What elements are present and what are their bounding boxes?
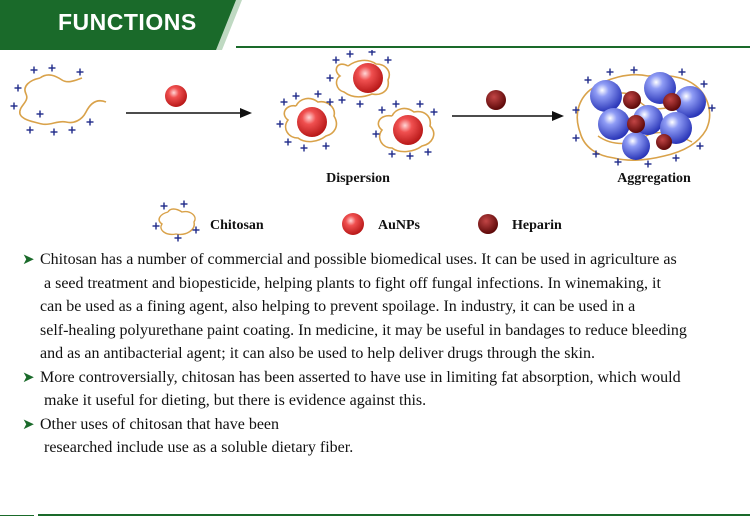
text-line: More controversially, chitosan has been … (40, 368, 681, 386)
paragraph-dietary-fiber: ➤ Other uses of chitosan that have been … (22, 413, 748, 460)
legend-heparin-icon (478, 214, 498, 234)
text-line: a seed treatment and biopesticide, helpi… (44, 274, 661, 292)
legend-heparin-label: Heparin (512, 218, 562, 233)
paragraph-uses: ➤ Chitosan has a number of commercial an… (22, 248, 748, 366)
text-line: can be used as a fining agent, also help… (40, 298, 636, 315)
legend: Chitosan AuNPs Heparin (151, 199, 562, 243)
legend-chitosan-label: Chitosan (210, 218, 264, 233)
arrow-bullet-icon: ➤ (22, 367, 35, 386)
text-line: Chitosan has a number of commercial and … (40, 251, 677, 268)
header-rule (236, 46, 750, 48)
paragraph-fat-absorption: ➤ More controversially, chitosan has bee… (22, 366, 748, 413)
aggregate-cluster (571, 65, 717, 169)
legend-aunps-label: AuNPs (378, 218, 421, 233)
chitosan-chain-free (9, 63, 107, 137)
dispersion-particle (325, 50, 393, 109)
legend-aunps-icon (342, 213, 364, 235)
arrow-bullet-icon: ➤ (22, 250, 35, 268)
text-line: Other uses of chitosan that have been (40, 415, 280, 433)
footer-rule (38, 514, 750, 516)
text-line: researched include use as a soluble diet… (44, 439, 354, 456)
stage-label-dispersion: Dispersion (326, 171, 390, 186)
diagram-svg: Dispersion Aggregation Chitosan AuNPs He… (9, 50, 717, 243)
heparin-reagent-icon (486, 90, 506, 110)
chitosan-aunp-diagram: Dispersion Aggregation Chitosan AuNPs He… (0, 50, 750, 245)
aunp-reagent-icon (165, 85, 187, 107)
dispersion-particle (275, 89, 338, 153)
text-line: self-healing polyurethane paint coating.… (40, 321, 687, 339)
section-header: FUNCTIONS (0, 0, 750, 50)
text-line: make it useful for dieting, but there is… (44, 392, 427, 409)
dispersion-particle (371, 99, 439, 161)
arrow-bullet-icon: ➤ (22, 414, 35, 433)
header-band (0, 0, 236, 50)
stage-label-aggregation: Aggregation (617, 171, 691, 186)
text-line: and as an antibacterial agent; it can al… (40, 345, 595, 362)
legend-chitosan-icon (151, 199, 201, 243)
section-title: FUNCTIONS (58, 9, 197, 35)
footer-rule-left (0, 515, 34, 516)
functions-text: ➤ Chitosan has a number of commercial an… (22, 248, 748, 460)
